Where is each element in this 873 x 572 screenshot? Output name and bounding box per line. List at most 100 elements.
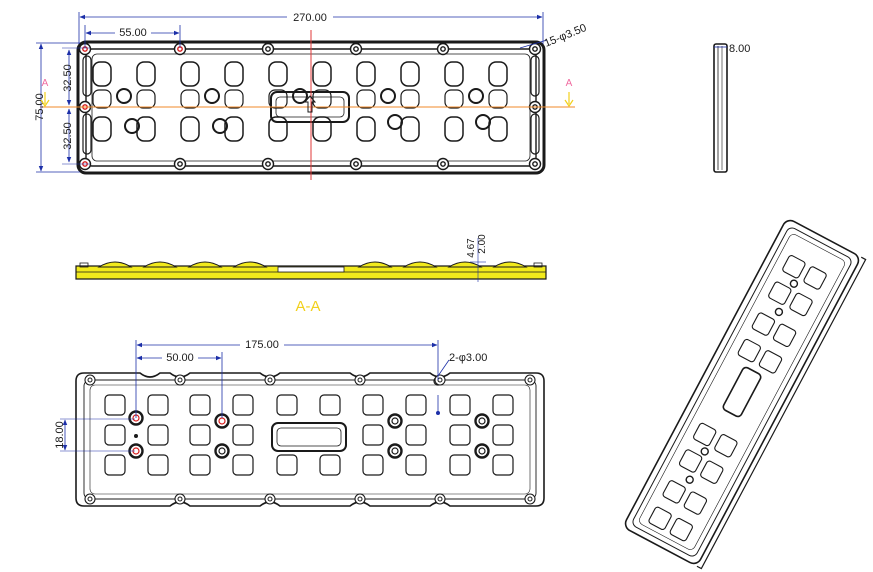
lens-pocket (268, 61, 288, 87)
mount-hole (528, 157, 542, 171)
bottom-bosses (84, 374, 536, 505)
iso-pocket (772, 323, 797, 348)
rim-boss (174, 493, 186, 505)
bottom-boss (474, 413, 490, 429)
mount-hole (261, 42, 275, 56)
iso-pocket (693, 422, 717, 447)
lens-pocket (136, 89, 156, 109)
orientation-arrow (303, 95, 317, 113)
mount-hole (528, 42, 542, 56)
rim-boss (84, 374, 96, 386)
lens-pocket (224, 61, 244, 87)
iso-pocket (669, 517, 693, 542)
rim-boss-inner (527, 496, 533, 502)
bottom-row-offset-label: 18.00 (54, 421, 66, 449)
square-pocket (147, 454, 169, 476)
square-pocket (405, 454, 427, 476)
round-boss (380, 88, 396, 104)
section-marker-right: A (564, 78, 574, 108)
iso-boss (685, 475, 694, 484)
slot (82, 55, 92, 97)
iso-pocket (714, 434, 738, 458)
round-boss (204, 88, 220, 104)
round-boss (387, 114, 403, 130)
rim-profile (79, 262, 89, 268)
bottom-pitch-label: 50.00 (166, 352, 194, 364)
section-height-base-label: 2.00 (477, 234, 488, 254)
section-height-total-label: 4.67 (466, 238, 477, 258)
isometric-view (624, 219, 867, 570)
bottom-boss (474, 443, 490, 459)
bottom-boss-inner (391, 447, 399, 455)
iso-pocket (751, 312, 776, 336)
top-view (40, 30, 575, 180)
rim-boss-inner (357, 496, 363, 502)
lens-pocket (356, 61, 376, 87)
lens-pocket (224, 89, 244, 109)
section-lenses (79, 261, 543, 268)
mount-hole-inner (177, 161, 183, 167)
rim-boss-inner (87, 496, 93, 502)
side-view: 8.00 (713, 43, 750, 173)
lens-pocket (136, 116, 156, 142)
round-boss (468, 88, 484, 104)
lens-pocket (180, 61, 200, 87)
rim-boss (434, 374, 446, 386)
mount-hole (173, 157, 187, 171)
square-pocket (362, 394, 384, 416)
mount-hole (436, 157, 450, 171)
bottom-span-label: 175.00 (245, 339, 279, 351)
bottom-boss-inner (218, 417, 226, 425)
bottom-boss-inner (391, 417, 399, 425)
section-caption: A-A (295, 298, 320, 315)
bottom-view (75, 372, 545, 507)
mount-hole (349, 157, 363, 171)
rim-boss-inner (267, 496, 273, 502)
overall-length-label: 270.00 (293, 12, 327, 24)
square-pocket (362, 454, 384, 476)
iso-pocket (737, 338, 761, 363)
lens-profile (142, 261, 178, 268)
mount-hole-inner (440, 161, 446, 167)
rim-boss (434, 493, 446, 505)
iso-pocket (768, 281, 792, 305)
lens-pocket (444, 116, 464, 142)
svg-text:A: A (42, 78, 49, 89)
mount-hole-inner (265, 46, 271, 52)
lens-pocket (180, 116, 200, 142)
lens-pocket (488, 61, 508, 87)
rim-boss (174, 374, 186, 386)
section-marker-left: A (40, 78, 50, 108)
lens-pocket (312, 116, 332, 142)
iso-pocket (678, 449, 703, 473)
rim-boss-inner (177, 377, 183, 383)
bottom-boss-inner (478, 417, 486, 425)
iso-boss (700, 447, 709, 456)
rim-boss (524, 374, 536, 386)
square-pocket (232, 454, 254, 476)
square-pocket (319, 454, 341, 476)
mount-hole-inner (265, 161, 271, 167)
hole-pitch-label: 55.00 (119, 27, 147, 39)
square-pocket (362, 424, 384, 446)
square-pocket (492, 424, 514, 446)
bottom-pockets (104, 394, 514, 476)
mount-hole (261, 157, 275, 171)
rim-boss (264, 493, 276, 505)
iso-pocket (758, 350, 783, 374)
rim-boss (524, 493, 536, 505)
square-pocket (104, 424, 126, 446)
bottom-boss-inner (478, 447, 486, 455)
slot (530, 113, 540, 155)
square-pocket (449, 424, 471, 446)
iso-pocket (782, 255, 806, 279)
row-pitch-lower-label: 32.50 (62, 122, 74, 150)
lens-profile (402, 261, 438, 268)
lens-pocket (444, 61, 464, 87)
side-thickness-label: 8.00 (729, 43, 750, 55)
lens-profile (97, 261, 133, 268)
round-boss (212, 118, 228, 134)
side-slots (82, 55, 540, 155)
mount-hole-inner (353, 161, 359, 167)
square-pocket (276, 454, 298, 476)
